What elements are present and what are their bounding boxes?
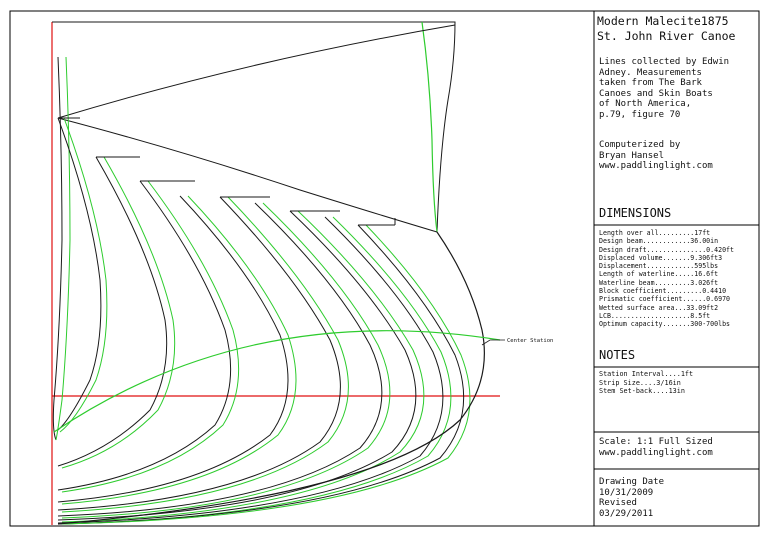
station-line-green: [55, 56, 71, 441]
station-line-green: [61, 210, 425, 523]
scale-line: www.paddlinglight.com: [599, 448, 713, 458]
station-line-green: [61, 195, 297, 505]
dimension-item: Displaced volume.......9.306ft3: [599, 253, 723, 262]
station-line-green: [59, 117, 108, 433]
credit-line: taken from The Bark: [599, 78, 702, 88]
stem-profile-green: [421, 21, 438, 233]
station-line: [52, 56, 63, 441]
drawing-title: Modern Malecite1875 St. John River Canoe: [597, 14, 747, 44]
station-line: [57, 224, 465, 525]
dimension-item: Wetted surface area...33.09ft2: [599, 303, 719, 312]
title-line: St. John River Canoe: [597, 29, 736, 43]
station-line-green: [61, 180, 240, 493]
dimension-item: Design draft...............0.420ft: [599, 245, 734, 254]
dimension-item: Length over all.........17ft: [599, 229, 711, 237]
computerized-line: Computerized by: [599, 140, 681, 150]
notes-heading: NOTES: [599, 348, 636, 362]
computerized-line: Bryan Hansel: [599, 150, 665, 161]
credit-line: of North America,: [599, 99, 692, 109]
station-line: [57, 216, 444, 524]
station-line-green: [61, 156, 176, 469]
computerized-by: Computerized by Bryan Hansel www.paddlin…: [599, 140, 749, 172]
computerized-line: www.paddlinglight.com: [599, 161, 713, 171]
center-station-line: [57, 231, 485, 525]
dimension-item: Waterline beam.........3.026ft: [599, 278, 719, 287]
date-line: Drawing Date: [599, 477, 665, 487]
dimensions-list: Length over all.........17ft Design beam…: [599, 229, 749, 329]
note-item: Strip Size....3/16in: [599, 378, 681, 387]
date-line: 03/29/2011: [599, 508, 654, 519]
credit-line: p.79, figure 70: [599, 109, 681, 120]
sheer-markers: [58, 117, 396, 226]
dimension-item: Optimum capacity.......300-700lbs: [599, 320, 731, 329]
station-line-green: [61, 196, 349, 513]
dimension-item: LCB....................8.5ft: [599, 311, 711, 320]
stem-profile-curve: [52, 21, 456, 233]
dimension-item: Displacement............595lbs: [599, 262, 719, 271]
station-line: [57, 117, 102, 431]
dimension-item: Block coefficient.........0.4410: [599, 287, 727, 296]
note-item: Station Interval....1ft: [599, 370, 694, 378]
drawing-border: [9, 10, 760, 527]
station-line: [57, 210, 417, 521]
center-station-leader: [481, 339, 505, 346]
scale-box: Scale: 1:1 Full Sized www.paddlinglight.…: [599, 437, 749, 459]
station-line: [57, 195, 289, 503]
dimensions-heading: DIMENSIONS: [599, 206, 672, 220]
station-line: [57, 180, 232, 491]
credit-line: Adney. Measurements: [599, 67, 702, 78]
station-line-green: [61, 224, 471, 525]
date-line: Revised: [599, 498, 637, 508]
dimension-item: Prismatic coefficient......0.6970: [599, 295, 731, 304]
date-line: 10/31/2009: [599, 487, 654, 498]
green-diagonal: [53, 330, 501, 433]
notes-list: Station Interval....1ft Strip Size....3/…: [599, 370, 749, 396]
station-line-green: [61, 216, 452, 525]
center-station-label: Center Station: [507, 338, 554, 344]
station-line-green: [61, 202, 391, 519]
dimension-item: Design beam............36.00in: [599, 237, 719, 246]
scale-line: Scale: 1:1 Full Sized: [599, 437, 713, 447]
station-line: [57, 202, 383, 517]
sheer-lower-curve: [57, 117, 438, 233]
note-item: Stem Set-back....13in: [599, 387, 685, 396]
credit-text: Lines collected by Edwin Adney. Measurem…: [599, 57, 749, 120]
title-line: Modern Malecite1875: [597, 14, 729, 28]
station-line: [57, 196, 341, 511]
credit-line: Lines collected by Edwin: [599, 57, 730, 67]
credit-line: Canoes and Skin Boats: [599, 88, 713, 99]
sheer-curve: [57, 24, 456, 119]
station-line: [57, 156, 168, 467]
dimension-item: Length of waterline.....16.6ft: [599, 270, 719, 279]
station-lines: [52, 56, 485, 525]
drawing-date-box: Drawing Date 10/31/2009 Revised 03/29/20…: [599, 477, 749, 519]
